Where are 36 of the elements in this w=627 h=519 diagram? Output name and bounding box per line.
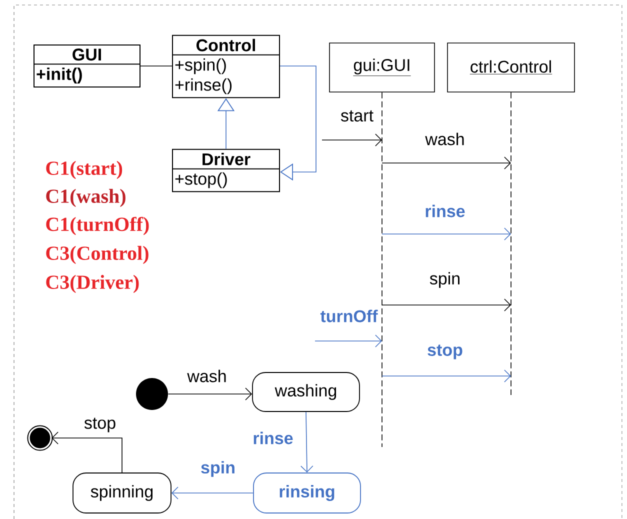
edge-label: stop (428, 344, 462, 360)
arrow (314, 334, 382, 348)
class-box: GUI +init() (34, 44, 140, 88)
constraint-label: C3(Control) (46, 246, 148, 264)
class-box: Control +spin() +rinse() (172, 34, 280, 98)
state-box: washing (252, 372, 360, 412)
class-box: Driver +stop() (172, 148, 280, 192)
edge-label: spin (201, 461, 234, 477)
constraint-label: C1(start) (46, 160, 122, 180)
arrow (171, 486, 254, 500)
arrow (52, 432, 122, 473)
constraint-label: C1(turnOff) (46, 216, 149, 236)
lifeline-head-box: gui:GUI (329, 42, 435, 92)
arrow (382, 228, 511, 240)
arrow (382, 370, 511, 382)
final-state-circle (27, 425, 53, 451)
constraint-label: C1(wash) (46, 188, 126, 208)
edge-label: wash (187, 370, 226, 382)
edge-label: start (340, 110, 374, 122)
state-box: rinsing (253, 472, 361, 514)
constraint-label: C3(Driver) (46, 274, 139, 294)
state-box: spinning (72, 472, 172, 514)
edge-label: stop (84, 418, 116, 432)
edge-label: rinse (254, 432, 293, 444)
edge-label: spin (430, 272, 460, 288)
edge-label: rinse (426, 204, 465, 218)
arrow (382, 298, 511, 312)
arrow (382, 156, 511, 170)
initial-state-circle (136, 378, 168, 410)
arrow (168, 388, 252, 400)
edge-label: wash (425, 132, 464, 146)
edge-label: turnOff (320, 310, 378, 322)
arrow (280, 66, 316, 181)
arrow (322, 134, 382, 146)
arrow (300, 412, 314, 473)
lifeline-head-box: ctrl:Control (447, 42, 575, 92)
